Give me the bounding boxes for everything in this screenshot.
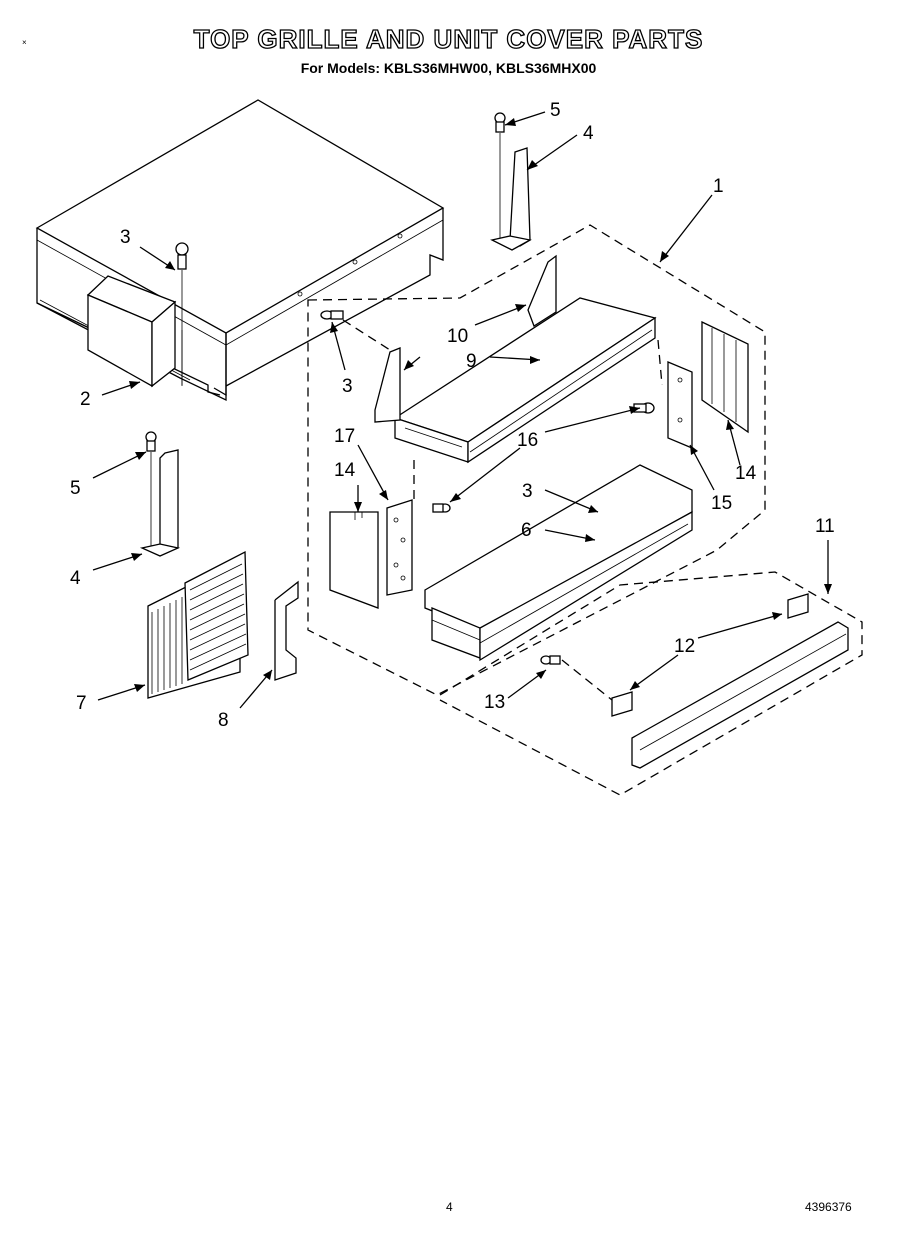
callout-5-top: 5 (550, 100, 561, 121)
callout-5-left: 5 (70, 478, 81, 499)
assembly-outline-part-1 (307, 224, 766, 696)
page-title: TOP GRILLE AND UNIT COVER PARTS (193, 23, 704, 54)
model-subtitle: For Models: KBLS36MHW00, KBLS36MHX00 (300, 60, 597, 76)
callout-8: 8 (218, 710, 229, 731)
plate-part-8 (274, 580, 299, 681)
side-panel-part-14-right (701, 320, 749, 434)
callout-12: 12 (674, 636, 695, 657)
hinge-bracket-part-17 (386, 460, 415, 596)
callout-3-right: 3 (522, 481, 533, 502)
kick-plate-bar (631, 621, 849, 769)
callout-6: 6 (521, 520, 532, 541)
unit-cover-part-2 (35, 99, 445, 402)
callout-15: 15 (711, 493, 732, 514)
callout-16: 16 (517, 430, 538, 451)
lower-trim-part-6 (424, 464, 693, 662)
callout-17: 17 (334, 426, 355, 447)
grille-part-7 (147, 550, 249, 699)
callout-2: 2 (80, 389, 91, 410)
callout-9: 9 (466, 351, 477, 372)
screw-part-13 (540, 655, 613, 701)
upper-trim-part-9 (393, 297, 657, 464)
hinge-bracket-part-15 (657, 339, 693, 449)
clip-part-12-left (611, 691, 633, 717)
callout-3-upper-left: 3 (120, 227, 131, 248)
callout-11: 11 (815, 516, 835, 537)
assembly-outline-part-11 (439, 571, 863, 796)
callout-1: 1 (713, 176, 724, 197)
callout-3-mid: 3 (342, 376, 353, 397)
arrow-heads (129, 118, 832, 692)
callout-labels: 5 4 1 3 2 5 4 7 8 9 10 3 17 14 16 3 6 15… (70, 100, 835, 731)
callout-14-right: 14 (735, 463, 757, 484)
callout-4-top: 4 (583, 123, 594, 144)
callout-10: 10 (447, 326, 468, 347)
screw-part-3-mid (320, 310, 391, 351)
screw-part-16-lower (432, 503, 451, 513)
bracket-part-10 (374, 254, 557, 423)
callout-4-left: 4 (70, 568, 81, 589)
corner-mark: × (22, 38, 27, 47)
document-number: 4396376 (805, 1200, 852, 1214)
screw-part-3-left (175, 242, 189, 386)
page-number: 4 (446, 1200, 453, 1214)
bracket-part-4-top (490, 112, 532, 251)
callout-14-left: 14 (334, 460, 356, 481)
callout-13: 13 (484, 692, 505, 713)
clip-part-12-right (787, 593, 809, 619)
bracket-part-4-left (139, 431, 181, 557)
side-panel-part-14-left (329, 511, 379, 609)
callout-7: 7 (76, 693, 87, 714)
